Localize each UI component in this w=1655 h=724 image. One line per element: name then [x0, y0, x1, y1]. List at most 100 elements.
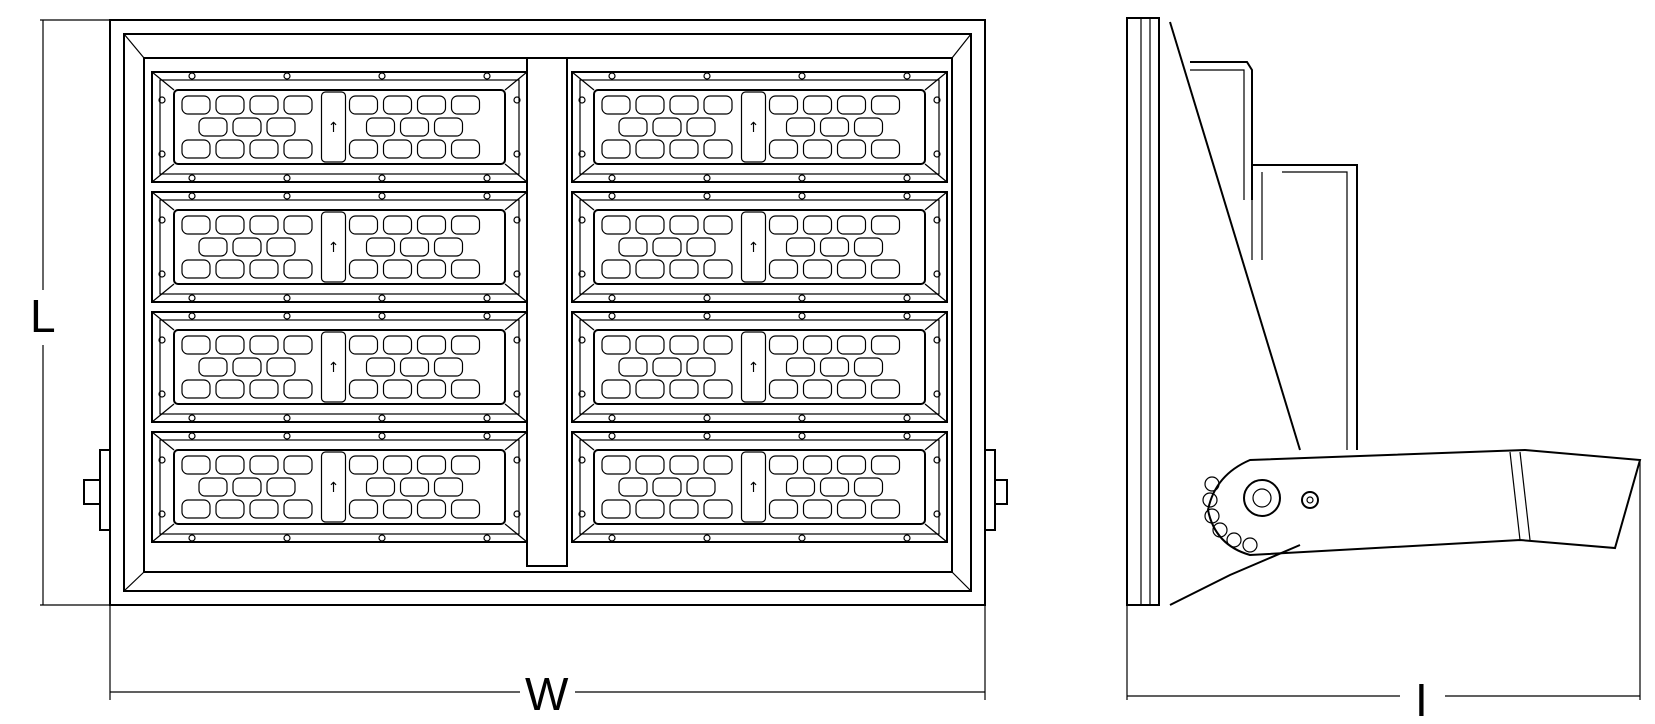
led-module-array: ↑↑↑↑↑↑↑↑: [151, 71, 948, 543]
led-chip: [181, 455, 211, 475]
led-chip: [283, 259, 313, 279]
led-chip: [836, 95, 867, 115]
led-chip: [348, 95, 379, 115]
led-chip: [365, 357, 396, 377]
led-chip: [283, 379, 313, 399]
led-chip: [635, 139, 665, 159]
led-chip: [215, 499, 245, 519]
led-chip: [686, 477, 716, 497]
led-chip: [819, 477, 850, 497]
led-chip: [802, 95, 833, 115]
led-chip: [785, 357, 816, 377]
screw-icon: [483, 72, 491, 80]
led-chip: [416, 215, 447, 235]
led-chip: [870, 215, 901, 235]
screw-icon: [608, 174, 616, 182]
side-brackets: [83, 449, 1008, 531]
led-chip: [181, 499, 211, 519]
led-chip: [785, 477, 816, 497]
screw-icon: [483, 414, 491, 422]
arrow-up-icon: ↑: [748, 240, 760, 256]
led-chip: [249, 95, 279, 115]
led-chip: [198, 357, 228, 377]
led-chip: [348, 335, 379, 355]
led-chip: [382, 259, 413, 279]
led-chip: [365, 117, 396, 137]
side-heatsink-wedge: [1169, 21, 1301, 451]
led-chip: [348, 499, 379, 519]
screw-icon: [798, 414, 806, 422]
led-chip: [870, 499, 901, 519]
led-chip: [669, 95, 699, 115]
led-chip: [635, 379, 665, 399]
led-chip: [870, 455, 901, 475]
led-chip: [283, 335, 313, 355]
led-chip: [870, 259, 901, 279]
screw-icon: [483, 312, 491, 320]
led-chip: [416, 499, 447, 519]
screw-icon: [903, 414, 911, 422]
front-view: ↑↑↑↑↑↑↑↑: [83, 19, 1008, 606]
led-chip: [249, 335, 279, 355]
led-chip: [635, 335, 665, 355]
pivot-bolt-outer: [1243, 479, 1281, 517]
led-chip: [266, 477, 296, 497]
led-chip: [249, 455, 279, 475]
led-chip: [450, 335, 481, 355]
led-chip: [232, 477, 262, 497]
led-chip: [433, 237, 464, 257]
led-chip: [249, 215, 279, 235]
led-module: ↑: [571, 311, 948, 423]
screw-icon: [188, 192, 196, 200]
led-chip: [652, 237, 682, 257]
arrow-up-icon: ↑: [328, 240, 340, 256]
screw-icon: [378, 294, 386, 302]
screw-icon: [283, 414, 291, 422]
side-view: [1126, 17, 1642, 606]
led-chip: [686, 117, 716, 137]
led-chip: [703, 455, 733, 475]
led-chip: [618, 117, 648, 137]
led-chip: [198, 117, 228, 137]
led-chip: [450, 139, 481, 159]
screw-icon: [483, 294, 491, 302]
led-chip: [181, 379, 211, 399]
dimension-lines: [40, 19, 1641, 700]
led-chip: [450, 499, 481, 519]
led-chip: [819, 117, 850, 137]
led-chip: [870, 95, 901, 115]
frame-bevels: [123, 33, 972, 592]
screw-icon: [188, 534, 196, 542]
screw-icon: [283, 192, 291, 200]
led-chip: [416, 335, 447, 355]
led-chip: [853, 357, 884, 377]
led-chip: [433, 477, 464, 497]
led-chip: [181, 139, 211, 159]
screw-icon: [903, 312, 911, 320]
led-chip: [266, 357, 296, 377]
front-inner-frame: [123, 33, 972, 592]
screw-icon: [798, 294, 806, 302]
led-chip: [232, 357, 262, 377]
screw-icon: [378, 414, 386, 422]
front-outer-frame: [109, 19, 986, 606]
led-chip: [768, 335, 799, 355]
screw-icon: [188, 312, 196, 320]
led-chip: [601, 95, 631, 115]
led-module: ↑: [571, 431, 948, 543]
led-chip: [382, 455, 413, 475]
led-chip: [836, 215, 867, 235]
led-chip: [802, 335, 833, 355]
led-chip: [601, 259, 631, 279]
arrow-up-icon: ↑: [328, 360, 340, 376]
led-chip: [669, 379, 699, 399]
screw-icon: [283, 294, 291, 302]
led-chip: [768, 139, 799, 159]
led-module: ↑: [151, 311, 528, 423]
led-chip: [399, 477, 430, 497]
led-chip: [249, 259, 279, 279]
screw-icon: [188, 72, 196, 80]
led-chip: [348, 139, 379, 159]
side-housing-front: [1126, 17, 1160, 606]
led-module: ↑: [151, 191, 528, 303]
